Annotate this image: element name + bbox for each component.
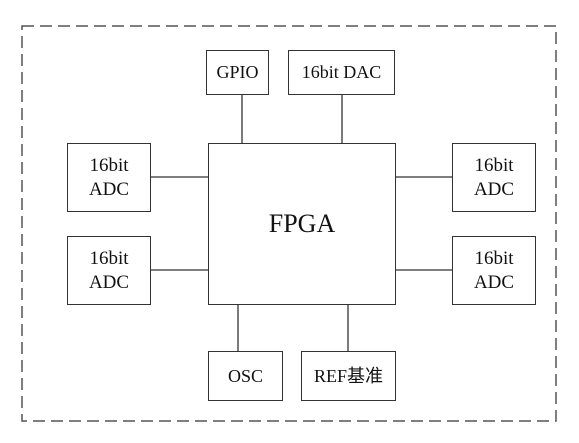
left-adc-2-line2: ADC xyxy=(88,271,130,293)
dac-label: 16bit DAC xyxy=(301,62,382,83)
ref-label: REF基准 xyxy=(313,365,383,386)
left-adc-2-line1: 16bit xyxy=(89,247,129,269)
osc-block: OSC xyxy=(208,351,283,401)
gpio-label: GPIO xyxy=(216,62,259,83)
osc-label: OSC xyxy=(227,365,263,386)
left-adc-1-line1: 16bit xyxy=(89,154,129,176)
left-adc-block-1: 16bit ADC xyxy=(67,143,151,212)
right-adc-2-line2: ADC xyxy=(473,271,515,293)
right-adc-2-line1: 16bit xyxy=(474,247,514,269)
ref-block: REF基准 xyxy=(301,351,396,401)
gpio-block: GPIO xyxy=(206,50,269,95)
right-adc-1-line1: 16bit xyxy=(474,154,514,176)
right-adc-block-1: 16bit ADC xyxy=(452,143,536,212)
dac-block: 16bit DAC xyxy=(288,50,395,95)
fpga-block: FPGA xyxy=(208,143,396,305)
boundary-dashed xyxy=(21,25,557,422)
right-adc-block-2: 16bit ADC xyxy=(452,236,536,305)
left-adc-1-line2: ADC xyxy=(88,178,130,200)
right-adc-1-line2: ADC xyxy=(473,178,515,200)
fpga-label: FPGA xyxy=(268,209,336,239)
left-adc-block-2: 16bit ADC xyxy=(67,236,151,305)
